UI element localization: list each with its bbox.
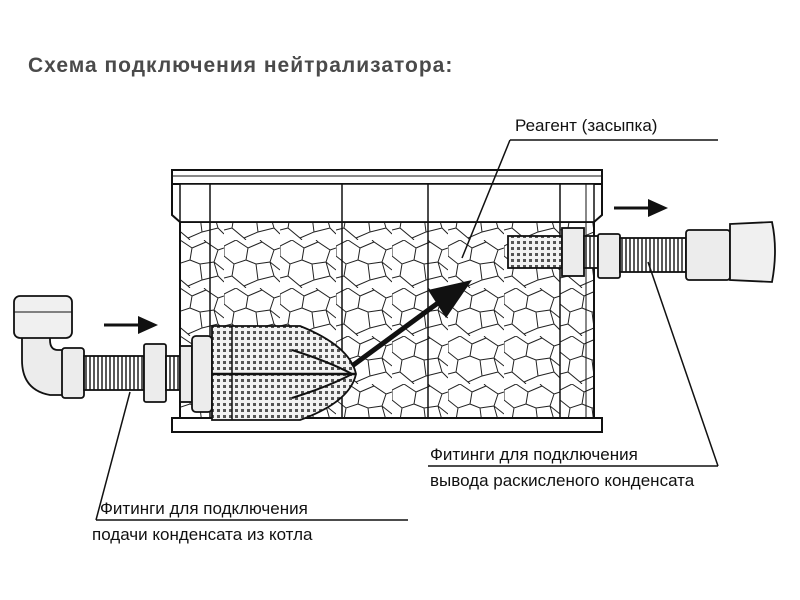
inlet-flow-arrow — [104, 316, 158, 334]
outlet-label-line1: Фитинги для подключения — [430, 445, 638, 464]
inlet-fitting-assembly — [13, 295, 181, 403]
reagent-callout: Реагент (засыпка) — [461, 116, 718, 259]
inlet-elbow-cap — [13, 295, 73, 339]
outlet-callout: Фитинги для подключения вывода раскислен… — [428, 261, 719, 490]
outlet-label-line2: вывода раскисленого конденсата — [430, 471, 695, 490]
inlet-diffuser — [179, 325, 357, 421]
outlet-fitting-assembly — [507, 221, 776, 283]
tank — [171, 169, 603, 433]
inlet-callout: Фитинги для подключения подачи конденсат… — [92, 391, 408, 544]
outlet-flow-arrow — [614, 199, 668, 217]
inlet-label-line1: Фитинги для подключения — [100, 499, 308, 518]
outlet-grille — [507, 235, 563, 269]
dispersion-arrow — [350, 280, 472, 369]
reagent-label: Реагент (засыпка) — [515, 116, 657, 135]
inlet-label-line2: подачи конденсата из котла — [92, 525, 313, 544]
diagram-title: Схема подключения нейтрализатора: — [28, 54, 453, 77]
